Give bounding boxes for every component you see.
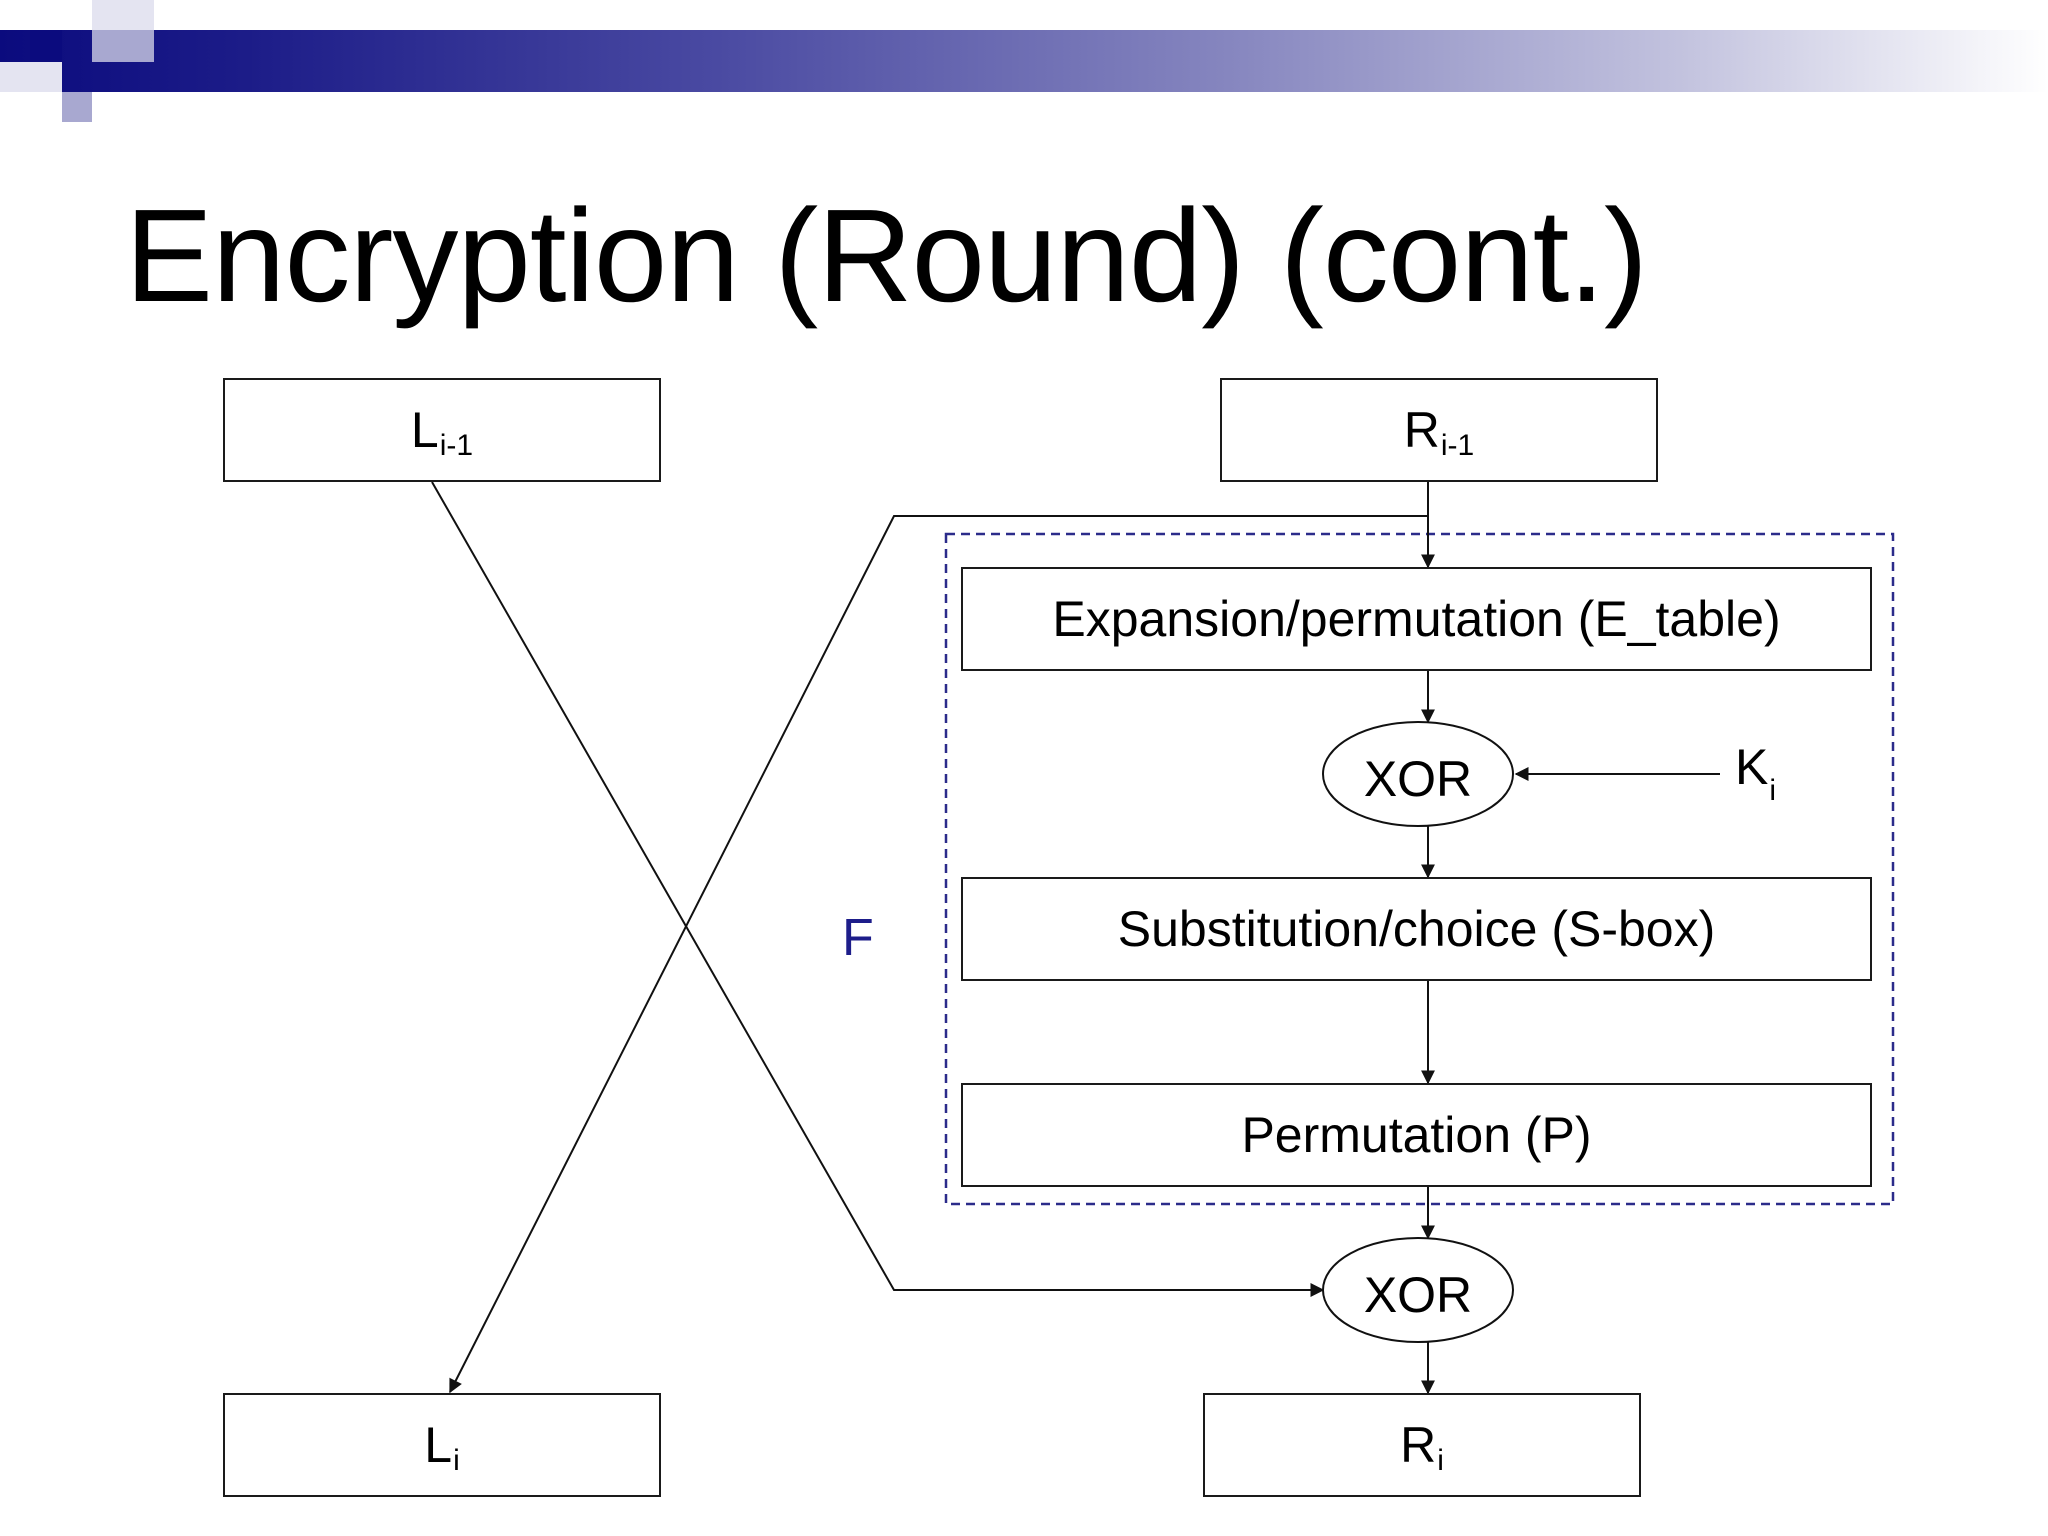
header-square-decoration bbox=[92, 0, 154, 30]
xor-bottom-ellipse bbox=[1322, 1237, 1514, 1343]
substitution-sbox-box: Substitution/choice (S-box) bbox=[961, 877, 1872, 981]
header-square-decoration bbox=[92, 30, 154, 62]
header-square-decoration bbox=[0, 62, 62, 92]
left-output-subscript: i bbox=[453, 1444, 460, 1477]
page-title: Encryption (Round) (cont.) bbox=[125, 182, 1648, 329]
f-function-label: F bbox=[842, 909, 874, 967]
permutation-p-box: Permutation (P) bbox=[961, 1083, 1872, 1187]
expansion-permutation-label: Expansion/permutation (E_table) bbox=[1052, 591, 1781, 647]
header-square-decoration bbox=[30, 30, 62, 62]
title-bar-gradient bbox=[0, 30, 2048, 92]
left-input-subscript: i-1 bbox=[439, 429, 474, 462]
xor-top-label: XOR bbox=[1363, 751, 1473, 807]
left-output-label: L bbox=[424, 1417, 453, 1473]
right-input-label: R bbox=[1403, 402, 1440, 458]
substitution-sbox-label: Substitution/choice (S-box) bbox=[1117, 901, 1716, 957]
round-key-main: K bbox=[1735, 739, 1769, 795]
f-function-boundary bbox=[944, 532, 1895, 1206]
left-input-label: L bbox=[410, 402, 439, 458]
left-crossing-line bbox=[431, 481, 1325, 1297]
right-branch-line bbox=[449, 515, 1428, 1394]
xor-top-ellipse bbox=[1322, 721, 1514, 827]
right-input-subscript: i-1 bbox=[1440, 429, 1475, 462]
permutation-p-label: Permutation (P) bbox=[1241, 1107, 1592, 1163]
right-output-label: R bbox=[1400, 1417, 1437, 1473]
round-key-subscript: i bbox=[1769, 774, 1777, 807]
right-output-subscript: i bbox=[1437, 1444, 1444, 1477]
xor-bottom-label: XOR bbox=[1363, 1267, 1473, 1323]
header-square-decoration bbox=[62, 92, 92, 122]
expansion-permutation-box: Expansion/permutation (E_table) bbox=[961, 567, 1872, 671]
round-key-label: Ki bbox=[1735, 738, 1776, 807]
